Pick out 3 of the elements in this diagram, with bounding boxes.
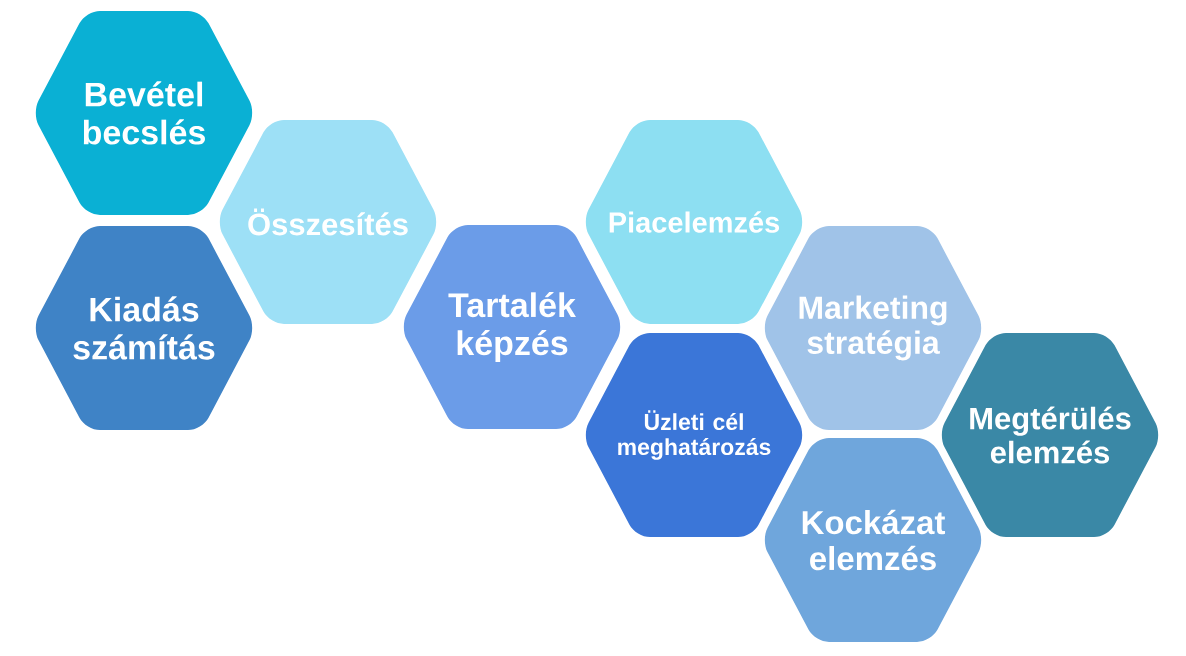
hexagon: Üzleti cél meghatározás <box>585 333 803 537</box>
hexagon: Bevétel becslés <box>35 11 253 215</box>
hexagon: Összesítés <box>219 120 437 324</box>
